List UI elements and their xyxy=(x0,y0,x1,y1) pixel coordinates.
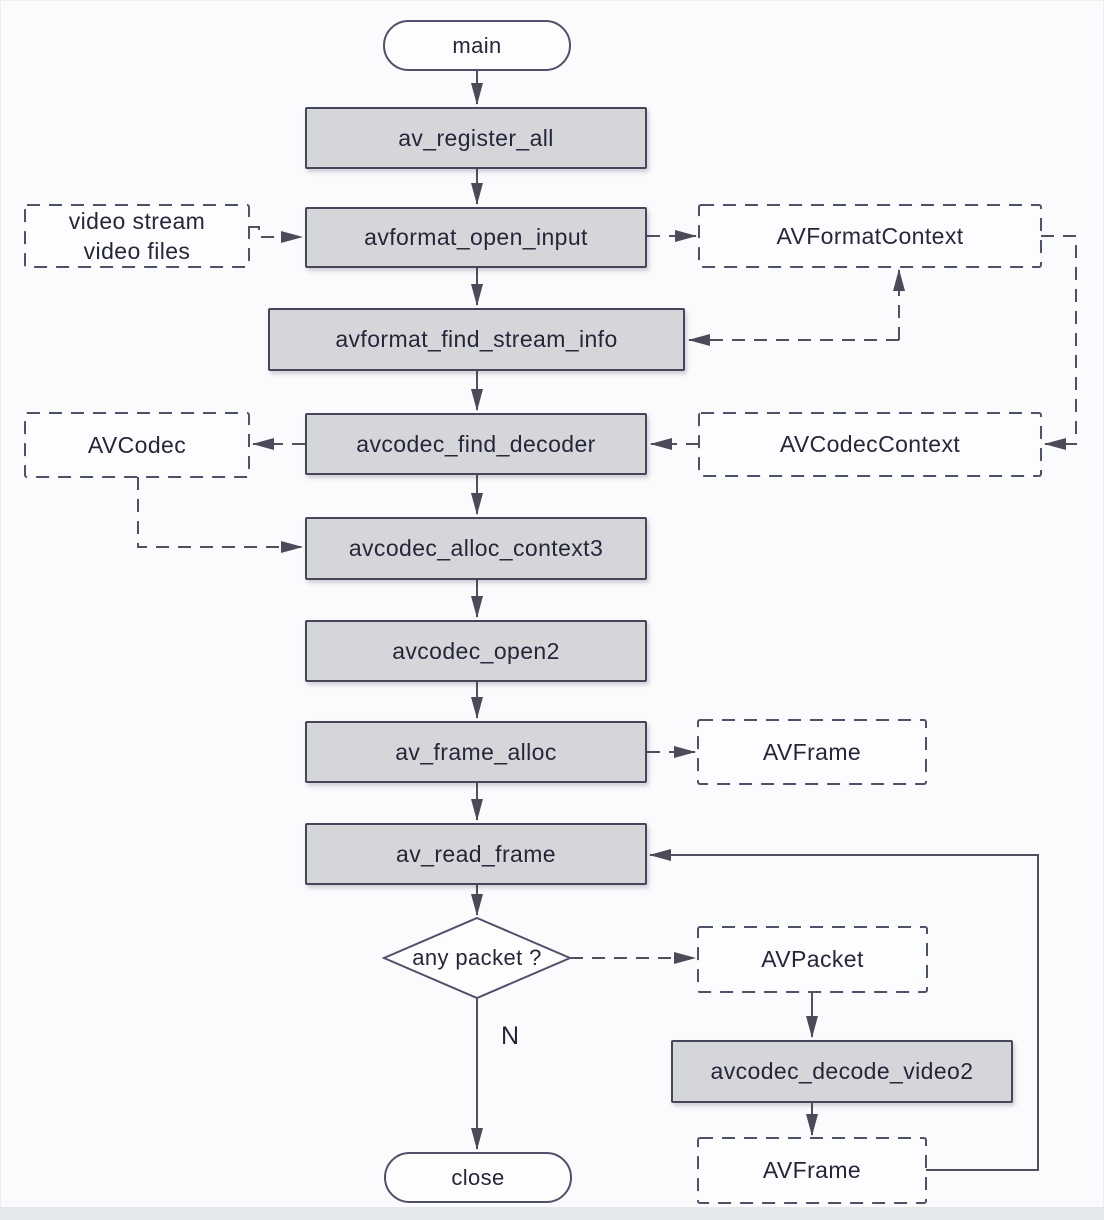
node-avframe-after-alloc: AVFrame xyxy=(762,738,862,765)
node-av-read-frame: av_read_frame xyxy=(305,823,647,885)
node-av-register-all: av_register_all xyxy=(305,107,647,169)
node-avformat-context-border xyxy=(698,204,1042,268)
node-avframe-decoded: AVFrame xyxy=(762,1157,862,1183)
node-avcodec-decode-video2: avcodec_decode_video2 xyxy=(671,1040,1013,1103)
node-avformat-context: AVFormatContext xyxy=(776,222,964,249)
node-avcodec-context: AVCodecContext xyxy=(779,431,961,457)
node-avframe-1-border xyxy=(697,719,927,785)
node-avcodec: AVCodec xyxy=(87,431,187,458)
branch-label-n: N xyxy=(501,1022,520,1050)
edge-avframe-loop-to-read-frame xyxy=(649,849,1039,1171)
node-any-packet-label: any packet ? xyxy=(412,945,542,970)
node-video-input: video stream video files xyxy=(25,205,249,267)
node-avcodec-open2: avcodec_open2 xyxy=(305,620,647,682)
bottom-edge-strip xyxy=(0,1207,1104,1220)
node-video-input-border xyxy=(24,204,250,268)
edge-video-input-to-open-input xyxy=(249,226,303,243)
node-avcodec-alloc-context3: avcodec_alloc_context3 xyxy=(305,517,647,580)
node-avpacket: AVPacket xyxy=(761,946,864,972)
node-av-frame-alloc: av_frame_alloc xyxy=(305,721,647,783)
node-close: close xyxy=(384,1152,572,1203)
node-avformat-open-input: avformat_open_input xyxy=(305,207,647,268)
node-avframe-2-border xyxy=(697,1137,927,1204)
node-avcodec-find-decoder: avcodec_find_decoder xyxy=(305,413,647,475)
node-avcodec-border xyxy=(24,412,250,478)
video-input-line-1: video stream xyxy=(68,207,206,234)
node-avformat-find-stream-info: avformat_find_stream_info xyxy=(268,308,685,371)
edge-avcodec-to-alloc-context3 xyxy=(137,477,303,553)
edge-avformat-context-to-avcodec-context xyxy=(1041,235,1077,450)
video-input-line-2: video files xyxy=(83,238,191,264)
node-main: main xyxy=(383,20,571,71)
